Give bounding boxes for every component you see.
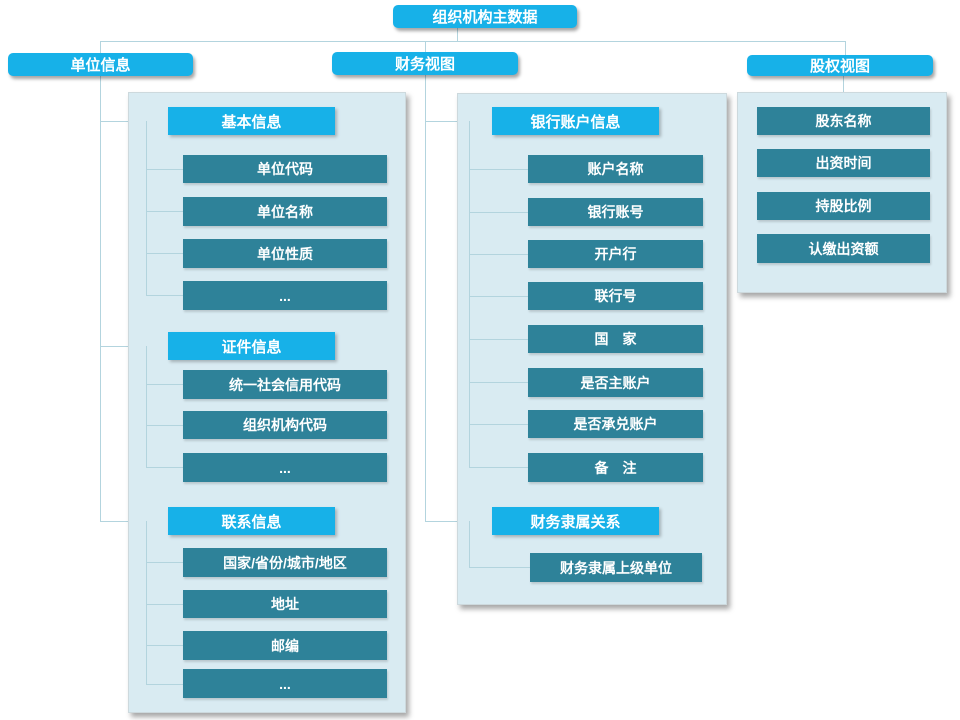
connector-spine-equity xyxy=(843,76,844,92)
item-unit-nature: 单位性质 xyxy=(183,239,387,268)
connector-inner-spine xyxy=(146,121,147,295)
connector-bus xyxy=(100,41,846,42)
connector-tick xyxy=(469,254,528,255)
item-unified-social-credit-code: 统一社会信用代码 xyxy=(183,370,387,399)
item-remarks: 备 注 xyxy=(528,453,703,482)
connector-tick xyxy=(146,425,183,426)
panel-unit-info xyxy=(128,92,406,713)
item-shareholding-ratio: 持股比例 xyxy=(757,192,930,220)
item-ellipsis: ... xyxy=(183,669,387,698)
connector-inner-spine xyxy=(469,521,470,567)
item-account-name: 账户名称 xyxy=(528,155,703,183)
connector-tick xyxy=(146,645,183,646)
item-finance-parent-unit: 财务隶属上级单位 xyxy=(530,553,702,582)
connector-tick xyxy=(146,253,183,254)
item-ellipsis: ... xyxy=(183,281,387,310)
connector-tick xyxy=(469,339,528,340)
connector-spine-finance xyxy=(425,75,426,521)
connector-drop-finance xyxy=(425,41,426,52)
connector-drop-unit xyxy=(100,41,101,53)
connector-spine-unit xyxy=(100,76,101,521)
connector-tick xyxy=(146,684,183,685)
connector-tick xyxy=(469,424,528,425)
connector-tick xyxy=(469,296,528,297)
connector-tick xyxy=(146,467,183,468)
item-subscribed-capital: 认缴出资额 xyxy=(757,234,930,263)
connector-tick xyxy=(469,212,528,213)
connector-inner-spine xyxy=(469,121,470,467)
connector-tick xyxy=(469,382,528,383)
item-is-main-account: 是否主账户 xyxy=(528,368,703,397)
item-bank-branch-number: 联行号 xyxy=(528,282,703,310)
connector-tick xyxy=(469,567,530,568)
connector-tick xyxy=(469,169,528,170)
section-certificate-info: 证件信息 xyxy=(168,332,335,360)
item-unit-name: 单位名称 xyxy=(183,197,387,226)
branch-equity-view: 股权视图 xyxy=(747,55,933,76)
connector-tick xyxy=(469,467,528,468)
root-node: 组织机构主数据 xyxy=(393,5,577,28)
item-country-province-city-region: 国家/省份/城市/地区 xyxy=(183,548,387,577)
connector-tick xyxy=(146,384,183,385)
item-investment-time: 出资时间 xyxy=(757,149,930,177)
connector-tick xyxy=(146,211,183,212)
section-basic-info: 基本信息 xyxy=(168,107,335,135)
item-country: 国 家 xyxy=(528,325,703,353)
section-finance-affiliation: 财务隶属关系 xyxy=(492,507,659,535)
connector-tick xyxy=(146,604,183,605)
item-bank-account-number: 银行账号 xyxy=(528,198,703,226)
branch-finance-view: 财务视图 xyxy=(332,52,518,75)
item-is-acceptance-account: 是否承兑账户 xyxy=(528,410,703,438)
item-org-code: 组织机构代码 xyxy=(183,411,387,439)
item-opening-bank: 开户行 xyxy=(528,240,703,268)
connector-root-drop xyxy=(457,28,458,41)
connector-drop-equity xyxy=(845,41,846,55)
item-ellipsis: ... xyxy=(183,453,387,482)
connector-inner-spine xyxy=(146,346,147,467)
branch-unit-info: 单位信息 xyxy=(8,53,193,76)
connector-tick xyxy=(146,562,183,563)
section-bank-account-info: 银行账户信息 xyxy=(492,107,659,135)
item-postcode: 邮编 xyxy=(183,631,387,660)
connector-tick xyxy=(146,295,183,296)
connector-tick xyxy=(146,169,183,170)
item-unit-code: 单位代码 xyxy=(183,155,387,183)
section-contact-info: 联系信息 xyxy=(168,507,335,535)
item-shareholder-name: 股东名称 xyxy=(757,107,930,135)
connector-inner-spine xyxy=(146,521,147,684)
item-address: 地址 xyxy=(183,590,387,618)
